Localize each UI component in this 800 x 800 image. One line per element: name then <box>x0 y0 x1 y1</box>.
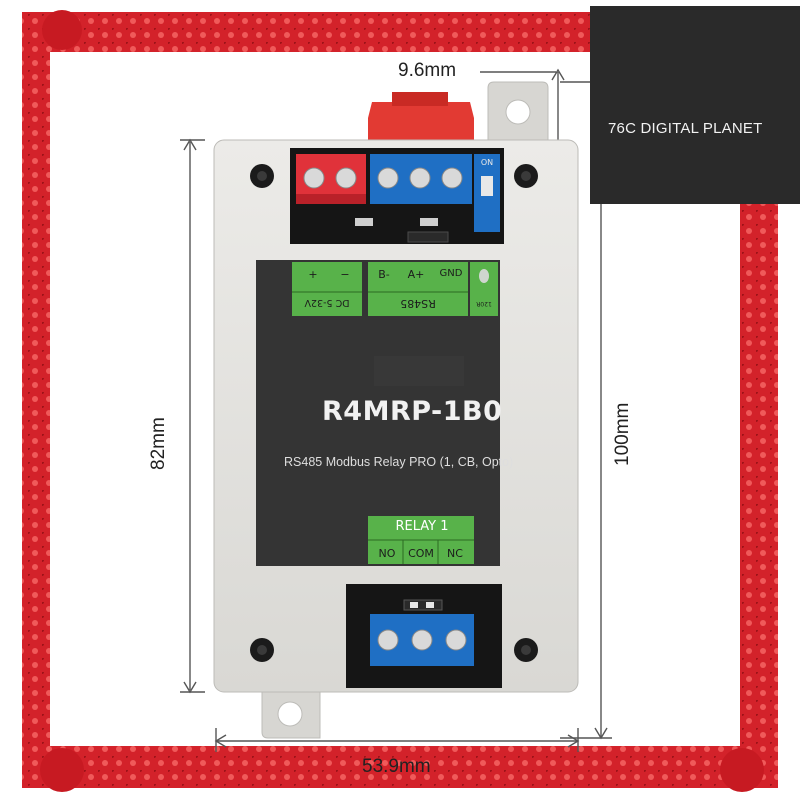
relay-label-com: COM <box>408 547 434 560</box>
terminal-label-b: B- <box>378 268 390 281</box>
terminal-label-minus: − <box>340 268 350 281</box>
dimension-label-right: 100mm <box>612 402 633 466</box>
din-clip <box>368 102 474 142</box>
relay-caption: RELAY 1 <box>395 519 449 534</box>
brand-name: 76C DIGITAL PLANET <box>608 120 763 137</box>
terminal-label-gnd: GND <box>439 268 463 279</box>
dimension-label-top: 9.6mm <box>398 60 457 81</box>
termination-caption: 120R <box>476 300 492 307</box>
terminal-label-a: A+ <box>407 268 425 281</box>
terminal-label-plus: + <box>308 268 318 281</box>
dimension-label-left: 82mm <box>148 417 169 470</box>
switch-on-label: ON <box>480 158 494 167</box>
model-description: RS485 Modbus Relay PRO (1, CB, Opto) <box>284 455 514 469</box>
dimension-label-bottom: 53.9mm <box>362 756 431 777</box>
relay-label-no: NO <box>378 547 396 560</box>
model-name: R4MRP-1B0 <box>322 396 503 427</box>
power-caption: DC 5-32V <box>304 297 350 308</box>
brand-watermark: 76C DIGITAL PLANET <box>590 6 800 204</box>
rs485-caption: RS485 <box>400 297 436 310</box>
relay-label-nc: NC <box>447 547 463 560</box>
